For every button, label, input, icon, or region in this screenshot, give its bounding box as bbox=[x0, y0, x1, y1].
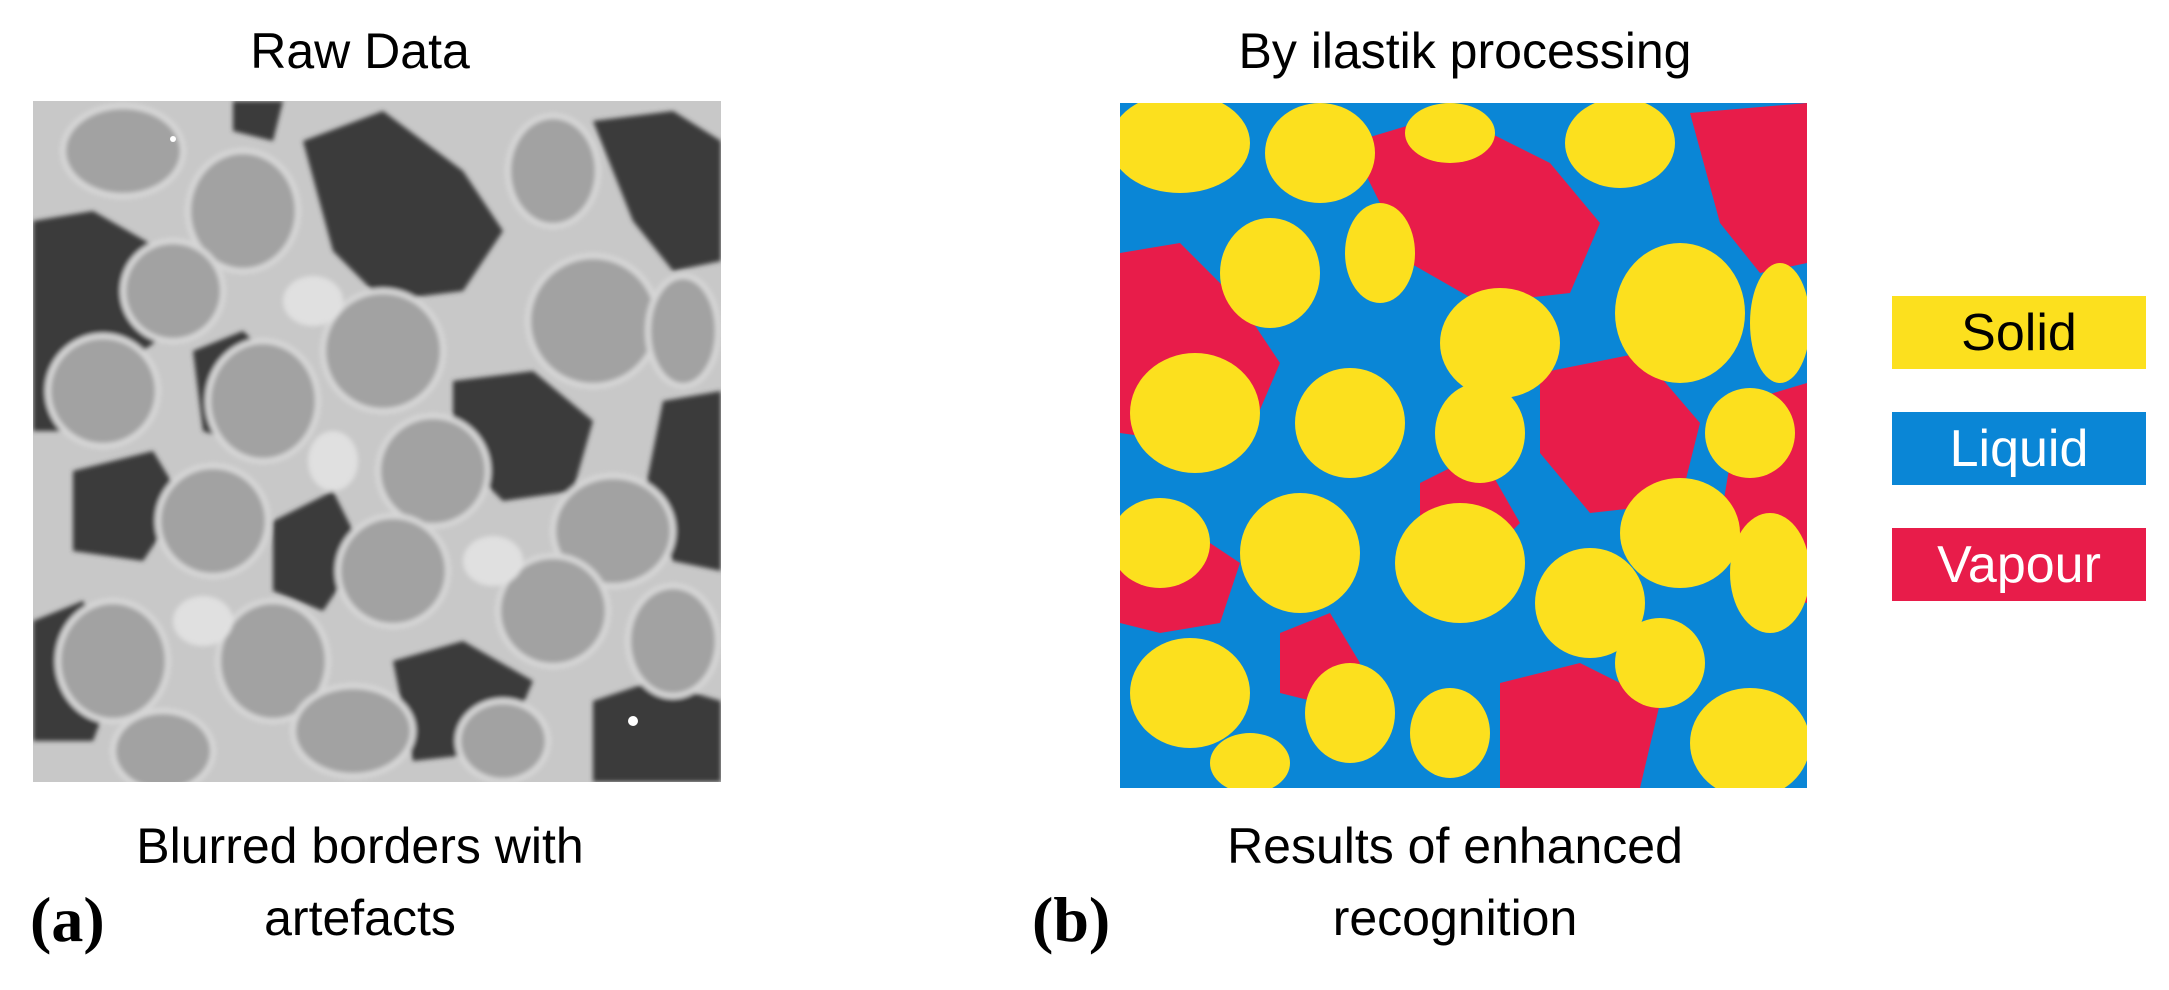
legend-vapour: Vapour bbox=[1892, 528, 2146, 601]
legend-solid: Solid bbox=[1892, 296, 2146, 369]
panel-a-caption: Blurred borders with artefacts bbox=[136, 818, 584, 946]
legend-liquid: Liquid bbox=[1892, 412, 2146, 485]
panel-b-label: (b) bbox=[1032, 884, 1111, 955]
legend-liquid-label: Liquid bbox=[1949, 419, 2089, 478]
segmented-image bbox=[1120, 103, 1807, 788]
panel-a-label: (a) bbox=[30, 884, 105, 955]
panel-b-caption: Results of enhanced recognition bbox=[1227, 818, 1683, 946]
panel-a-title: Raw Data bbox=[250, 23, 470, 79]
raw-data-image bbox=[33, 101, 721, 782]
panel-b-title: By ilastik processing bbox=[1238, 23, 1692, 79]
legend-solid-label: Solid bbox=[1961, 303, 2077, 362]
legend-vapour-label: Vapour bbox=[1937, 535, 2101, 594]
